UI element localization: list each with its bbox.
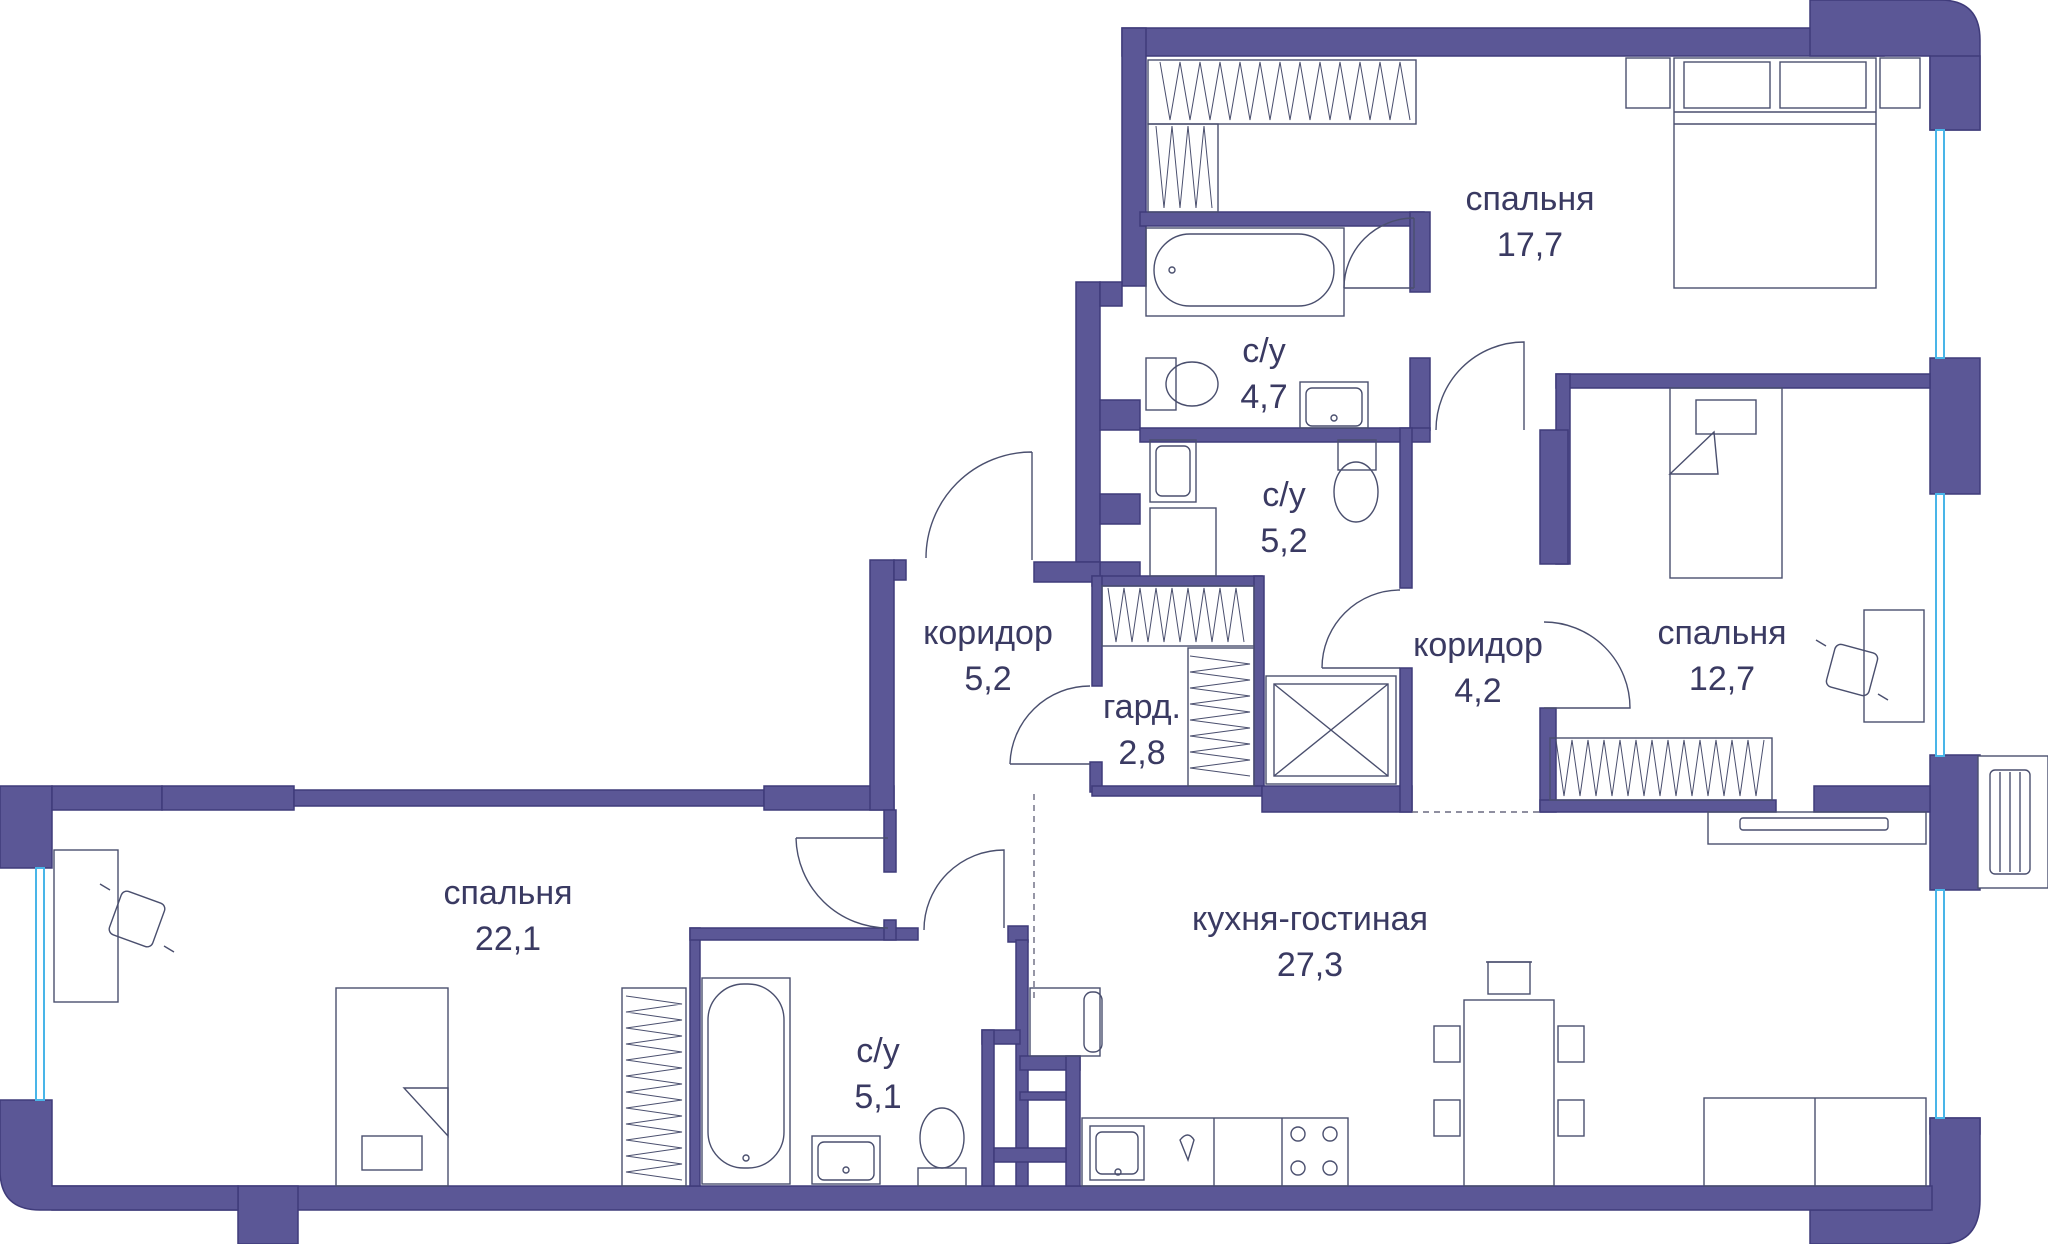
- balcony-unit: [1977, 755, 2048, 889]
- room-name-bathroom-mid: с/у: [1262, 476, 1305, 514]
- room-name-corridor-left: коридор: [923, 614, 1053, 652]
- room-name-bedroom-top: спальня: [1465, 180, 1594, 218]
- windows: [35, 129, 1945, 1119]
- room-labels: спальня 17,7 с/у 4,7 с/у 5,2 коридор 5,2…: [443, 180, 1786, 1116]
- chair-left-bedroom: [99, 883, 175, 953]
- room-name-corridor-right: коридор: [1413, 626, 1543, 664]
- room-area-bedroom-top: 17,7: [1497, 226, 1563, 264]
- chair-right-bedroom: [1815, 639, 1889, 701]
- room-name-kitchen-living: кухня-гостиная: [1192, 900, 1428, 938]
- room-area-bedroom-left: 22,1: [475, 920, 541, 958]
- room-area-corridor-right: 4,2: [1454, 672, 1501, 710]
- room-area-bathroom-mid: 5,2: [1260, 522, 1307, 560]
- room-name-bathroom-bottom: с/у: [856, 1032, 899, 1070]
- room-name-bathroom-top: с/у: [1242, 332, 1285, 370]
- doors: [795, 217, 1631, 931]
- room-area-wardrobe: 2,8: [1118, 734, 1165, 772]
- furniture: [53, 57, 1927, 1187]
- room-name-bedroom-right: спальня: [1657, 614, 1786, 652]
- room-area-kitchen-living: 27,3: [1277, 946, 1343, 984]
- room-area-bathroom-bottom: 5,1: [854, 1078, 901, 1116]
- room-name-wardrobe: гард.: [1103, 688, 1181, 726]
- room-area-bathroom-top: 4,7: [1240, 378, 1287, 416]
- zone-boundary: [1033, 794, 1540, 1000]
- room-area-corridor-left: 5,2: [964, 660, 1011, 698]
- room-area-bedroom-right: 12,7: [1689, 660, 1755, 698]
- room-name-bedroom-left: спальня: [443, 874, 572, 912]
- walls: [0, 0, 1981, 1244]
